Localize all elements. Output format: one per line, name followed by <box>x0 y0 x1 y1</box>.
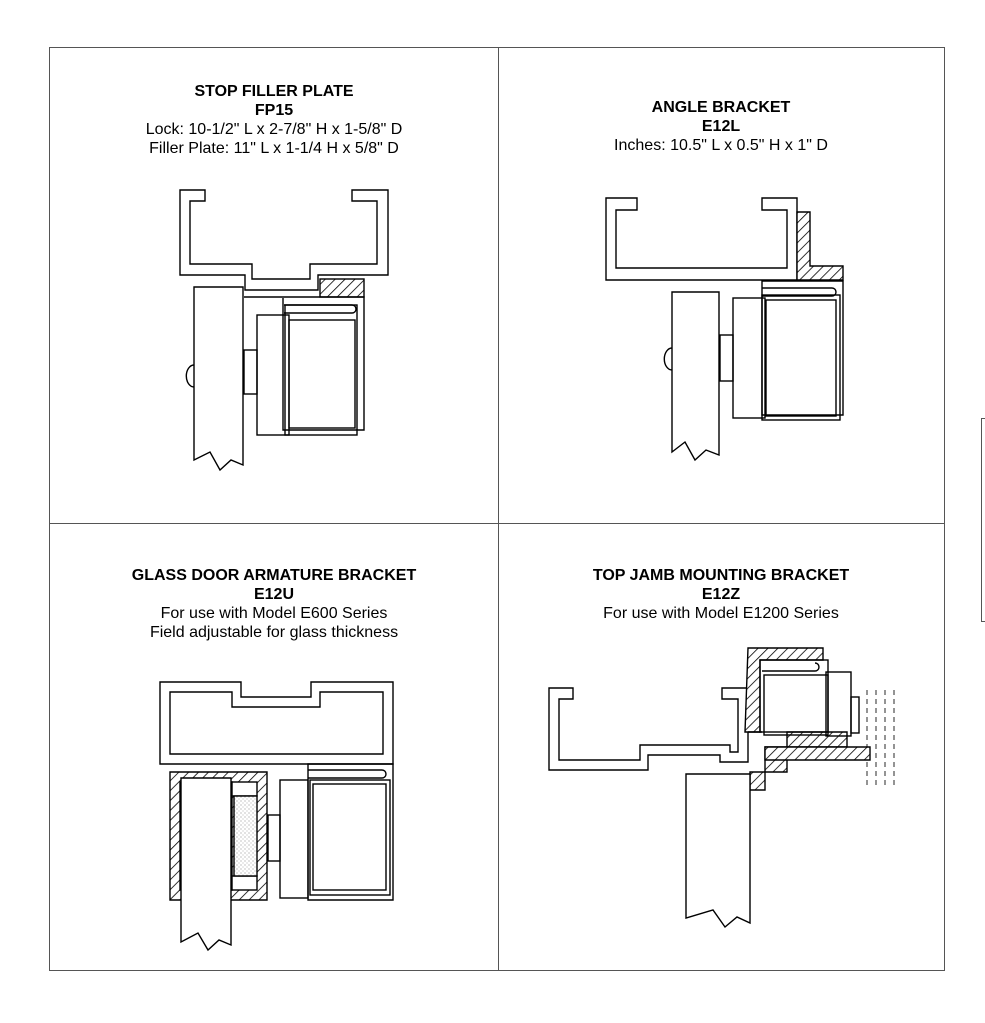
top-jamb-model: E12Z <box>701 586 741 603</box>
lock-body <box>256 314 290 436</box>
door <box>685 773 751 929</box>
stop-filler-drawing <box>179 189 389 472</box>
angle-bracket-hatch <box>796 211 844 281</box>
diagram-sheet: STOP FILLER PLATE FP15 Lock: 10-1/2" L x… <box>49 47 945 971</box>
stop-filler-dimensions-plate: Filler Plate: 11" L x 1-1/4 H x 5/8" D <box>149 140 399 157</box>
vertical-divider <box>498 48 499 970</box>
stop-filler-title: STOP FILLER PLATE <box>194 83 354 100</box>
page-edge-tab <box>981 418 985 622</box>
lock-body <box>732 297 766 419</box>
angle-bracket-drawing <box>605 197 844 462</box>
top-jamb-title: TOP JAMB MOUNTING BRACKET <box>592 567 850 584</box>
mounting-plate <box>244 296 365 431</box>
frame-channel-outer <box>179 189 389 291</box>
frame-channel <box>548 687 749 771</box>
horizontal-divider <box>50 523 944 524</box>
glass-door-caption: GLASS DOOR ARMATURE BRACKET E12U For use… <box>50 566 498 642</box>
top-jamb-drawing <box>548 647 895 929</box>
door <box>193 286 244 472</box>
glass-door-drawing <box>159 681 394 952</box>
glass-door-note: Field adjustable for glass thickness <box>149 624 399 641</box>
frame-channel <box>159 681 394 765</box>
angle-bracket-title: ANGLE BRACKET <box>651 99 791 116</box>
top-jamb-caption: TOP JAMB MOUNTING BRACKET E12Z For use w… <box>498 566 944 623</box>
stop-filler-model: FP15 <box>254 102 294 119</box>
filler-plate <box>319 278 365 298</box>
glass-door-title: GLASS DOOR ARMATURE BRACKET <box>131 567 417 584</box>
angle-bracket-model: E12L <box>701 118 741 135</box>
door <box>671 291 720 462</box>
glass-door-usage: For use with Model E600 Series <box>160 605 388 622</box>
stop-filler-dimensions-lock: Lock: 10-1/2" L x 2-7/8" H x 1-5/8" D <box>145 121 403 138</box>
glass-insert <box>233 795 258 877</box>
top-jamb-usage: For use with Model E1200 Series <box>603 605 839 622</box>
door <box>180 777 232 952</box>
angle-bracket-caption: ANGLE BRACKET E12L Inches: 10.5" L x 0.5… <box>498 98 944 155</box>
lock-body <box>279 779 309 899</box>
frame-channel <box>605 197 798 281</box>
glass-door-model: E12U <box>253 586 295 603</box>
stop-filler-caption: STOP FILLER PLATE FP15 Lock: 10-1/2" L x… <box>50 82 498 158</box>
angle-bracket-dimensions: Inches: 10.5" L x 0.5" H x 1" D <box>614 137 828 154</box>
lock-body <box>825 671 852 737</box>
